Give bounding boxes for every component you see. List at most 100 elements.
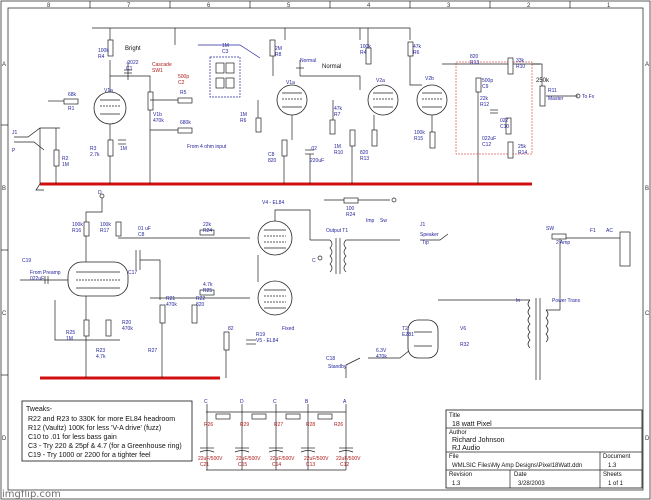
svg-text:Cascade: Cascade <box>152 62 172 68</box>
svg-text:R2: R2 <box>62 156 69 162</box>
svg-text:470k: 470k <box>122 326 133 332</box>
svg-text:820: 820 <box>470 54 479 60</box>
svg-text:C3: C3 <box>222 49 229 55</box>
svg-text:22uF/500V: 22uF/500V <box>304 456 329 462</box>
svg-text:25k: 25k <box>518 144 527 150</box>
svg-text:C1: C1 <box>126 66 133 72</box>
label-v2a: V2a <box>376 78 385 84</box>
document-value: 1.3 <box>608 463 617 469</box>
svg-text:C: C <box>273 399 277 405</box>
ruler-top-2: 6 <box>207 3 211 9</box>
svg-text:2 Amp: 2 Amp <box>556 240 570 246</box>
revision-value: 1.3 <box>452 481 461 487</box>
svg-text:V5 - EL84: V5 - EL84 <box>256 338 278 344</box>
ruler-top-4: 4 <box>367 3 371 9</box>
svg-text:Standby: Standby <box>328 364 347 370</box>
label-output-t1: Output T1 <box>326 228 348 234</box>
notes-line-3: C3 - Try 220 & 25pf & 4.7 (for a Greenho… <box>28 443 182 450</box>
tube-v1b <box>276 84 308 116</box>
svg-text:B: B <box>305 399 309 405</box>
ruler-side-3: D <box>2 436 7 442</box>
svg-text:C8: C8 <box>268 152 275 158</box>
author-value: Richard Johnson <box>452 437 505 444</box>
svg-text:R8: R8 <box>275 52 282 58</box>
file-value: WMLSIC Files\My Amp Designs\Pixel18Watt.… <box>452 463 582 469</box>
svg-text:68k: 68k <box>68 92 77 98</box>
document-label: Document <box>603 454 631 460</box>
svg-text:Tip: Tip <box>422 240 429 246</box>
label-100k-r4: 100k <box>98 48 109 54</box>
date-value: 3/28/2003 <box>518 481 545 487</box>
label-v2b: V2b <box>425 76 434 82</box>
svg-text:R6: R6 <box>240 118 247 124</box>
ruler-top-1: 7 <box>127 3 131 9</box>
ruler-top-3: 5 <box>287 3 291 9</box>
tube-v2b <box>416 84 448 116</box>
svg-text:D: D <box>98 190 102 196</box>
svg-text:Imp: Imp <box>366 218 375 224</box>
file-label: File <box>449 454 459 460</box>
svg-text:D: D <box>240 399 244 405</box>
svg-text:From Preamp: From Preamp <box>30 270 61 276</box>
svg-text:022uF: 022uF <box>482 136 496 142</box>
filter-column-0: C R26 22uF/500V C21 <box>198 399 231 470</box>
svg-text:R3: R3 <box>90 146 97 152</box>
svg-text:R10: R10 <box>334 150 343 156</box>
label-from-4ohm: From 4 ohm input <box>187 144 227 150</box>
master-pot <box>539 85 546 107</box>
svg-text:R20: R20 <box>122 320 131 326</box>
svg-text:R24: R24 <box>203 228 212 234</box>
svg-text:C9: C9 <box>482 84 489 90</box>
svg-text:SW1: SW1 <box>152 68 163 74</box>
svg-text:Speaker: Speaker <box>420 232 439 238</box>
label-cascade: 1M <box>222 43 229 49</box>
svg-text:47k: 47k <box>334 106 343 112</box>
ruler-top-6: 2 <box>527 3 531 9</box>
title-label: Title <box>449 413 461 419</box>
ruler-side-2: C <box>2 311 7 317</box>
top-ruler: 8 7 6 5 4 3 2 1 <box>47 1 611 9</box>
filter-column-2: C R27 22uF/500V C14 <box>268 399 301 470</box>
svg-text:R28: R28 <box>306 422 315 428</box>
svg-text:R22: R22 <box>196 296 205 302</box>
svg-text:P: P <box>12 148 16 154</box>
svg-text:100k: 100k <box>360 44 371 50</box>
svg-text:V1a: V1a <box>286 80 295 86</box>
svg-text:022uF: 022uF <box>30 276 44 282</box>
label-standby: C18 <box>326 356 335 362</box>
label-v3: C17 <box>128 270 137 276</box>
svg-text:470k: 470k <box>166 302 177 308</box>
svg-text:R15: R15 <box>414 136 423 142</box>
svg-text:100k: 100k <box>414 130 425 136</box>
label-to-fx: To Fx <box>582 94 595 100</box>
svg-text:R26: R26 <box>204 422 213 428</box>
output-transformer <box>310 238 370 274</box>
svg-text:100k: 100k <box>100 222 111 228</box>
preamp-stage-2: 100k R4 V2a V2b 47k R7 1M R10 820 R13 47… <box>334 44 595 162</box>
svg-text:2M: 2M <box>275 46 282 52</box>
svg-text:22uF/500V: 22uF/500V <box>198 456 223 462</box>
svg-text:470k: 470k <box>153 118 164 124</box>
svg-text:1M: 1M <box>334 144 341 150</box>
ruler-side-0: A <box>2 62 6 68</box>
svg-text:22k: 22k <box>480 96 489 102</box>
tube-v5-el84 <box>257 280 293 316</box>
svg-text:R19: R19 <box>256 332 265 338</box>
svg-text:R25: R25 <box>203 288 212 294</box>
label-v1a: V1a <box>104 88 113 94</box>
svg-text:R14: R14 <box>518 150 527 156</box>
fuse-f1 <box>551 233 567 240</box>
svg-text:.0022: .0022 <box>126 60 139 66</box>
svg-text:500p: 500p <box>178 74 189 80</box>
svg-text:SW: SW <box>546 226 554 232</box>
tone-stack-box <box>455 61 533 155</box>
sheets-label: Sheets <box>603 472 622 478</box>
svg-text:100: 100 <box>346 206 355 212</box>
svg-text:R23: R23 <box>96 348 105 354</box>
svg-text:C15: C15 <box>238 462 247 468</box>
svg-text:R24: R24 <box>346 212 355 218</box>
svg-text:R4: R4 <box>98 54 105 60</box>
svg-text:J1: J1 <box>12 130 18 136</box>
notes-line-4: C19 - Try 1000 or 2200 for a tighter fee… <box>28 452 151 459</box>
tube-v4-el84 <box>257 220 293 256</box>
